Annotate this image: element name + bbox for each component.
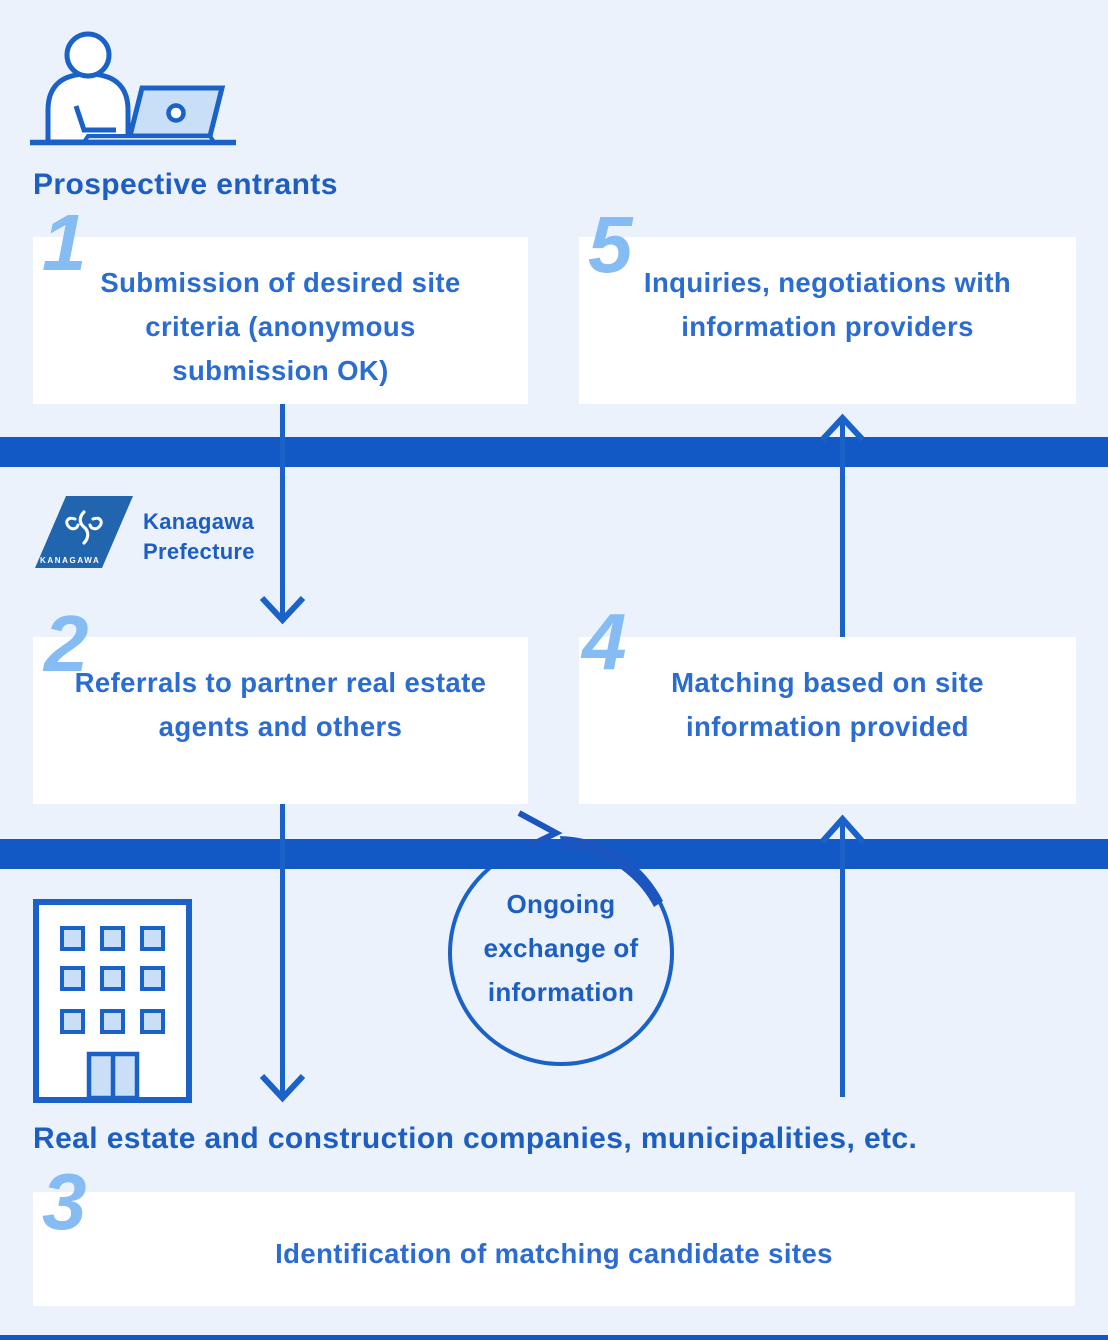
kanagawa-logo-text: KANAGAWA xyxy=(40,556,100,565)
kanagawa-prefecture-logo: KANAGAWA xyxy=(35,496,133,568)
step-box-1: Submission of desired site criteria (ano… xyxy=(33,237,528,404)
cycle-label: Ongoing exchange of information xyxy=(441,882,681,1014)
building-windows xyxy=(60,926,165,1034)
prospective-entrants-heading: Prospective entrants xyxy=(33,168,338,201)
providers-heading: Real estate and construction companies, … xyxy=(33,1122,918,1155)
office-building-icon xyxy=(33,899,192,1103)
step-text-4: Matching based on site information provi… xyxy=(671,667,984,742)
cycle-label-line2: exchange of xyxy=(483,933,639,963)
step-box-2: Referrals to partner real estate agents … xyxy=(33,637,528,804)
step-number-2: 2 xyxy=(44,599,89,688)
step-text-5: Inquiries, negotiations with information… xyxy=(643,267,1012,342)
kanagawa-emblem-icon xyxy=(65,510,103,545)
step-number-1: 1 xyxy=(42,198,87,287)
cycle-label-line3: information xyxy=(487,977,635,1007)
divider-band-bottom xyxy=(0,1335,1108,1340)
prefecture-label-line2: Prefecture xyxy=(143,539,255,564)
prefecture-label: Kanagawa Prefecture xyxy=(143,507,255,567)
step-text-1: Submission of desired site criteria (ano… xyxy=(100,267,461,386)
step-box-5: Inquiries, negotiations with information… xyxy=(579,237,1076,404)
step-number-3: 3 xyxy=(42,1157,87,1246)
step-text-3: Identification of matching candidate sit… xyxy=(275,1238,833,1269)
step-text-2: Referrals to partner real estate agents … xyxy=(74,667,487,742)
divider-band-middle xyxy=(0,839,1108,869)
step-box-3: Identification of matching candidate sit… xyxy=(33,1192,1075,1306)
step-box-4: Matching based on site information provi… xyxy=(579,637,1076,804)
cycle-label-line1: Ongoing xyxy=(506,889,616,919)
building-door xyxy=(86,1051,140,1101)
step-number-5: 5 xyxy=(588,200,633,289)
divider-band-top xyxy=(0,437,1108,467)
prefecture-label-line1: Kanagawa xyxy=(143,509,255,534)
step-number-4: 4 xyxy=(582,597,627,686)
person-at-laptop-icon xyxy=(30,31,236,146)
